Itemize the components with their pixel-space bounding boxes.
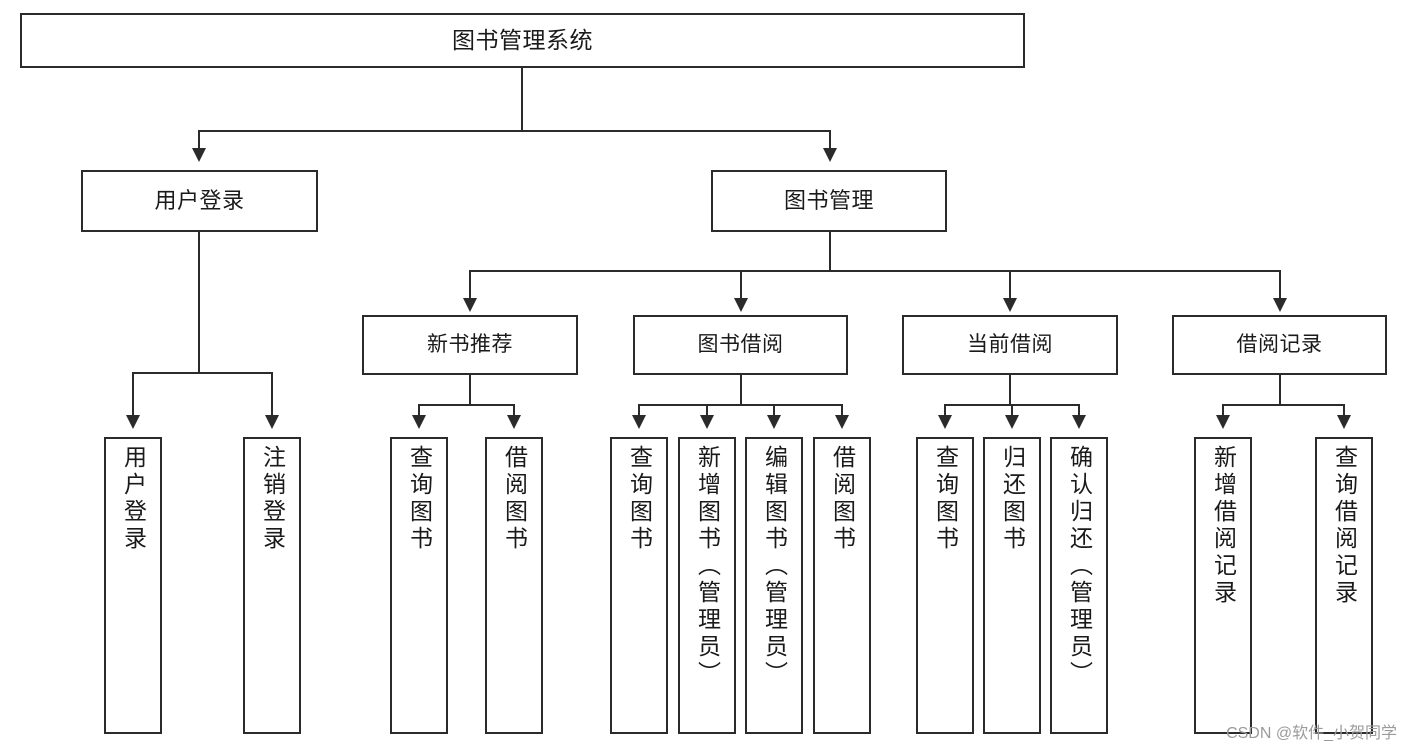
node-borrow-record[interactable]: 借阅记录 [1172, 315, 1387, 375]
connector-root-stem [521, 68, 523, 130]
node-book-manage[interactable]: 图书管理 [711, 170, 947, 232]
arrow-user-login-leaf-2 [265, 415, 279, 429]
node-current-borrow[interactable]: 当前借阅 [902, 315, 1118, 375]
connector-book-manage-drop-1 [469, 270, 471, 298]
node-label: 查询图书 [626, 445, 653, 553]
connector-borrow-record-drop-2 [1343, 404, 1345, 415]
connector-borrow-record-drop-1 [1222, 404, 1224, 415]
connector-user-login-drop-1 [132, 372, 134, 415]
connector-book-borrow-drop-2 [706, 404, 708, 415]
arrow-new-book-rec-leaf-1 [412, 415, 426, 429]
node-label: 用户登录 [120, 445, 147, 553]
arrow-book-manage-to-new-book-rec [463, 298, 477, 312]
connector-book-borrow-drop-3 [773, 404, 775, 415]
arrow-book-borrow-leaf-1 [632, 415, 646, 429]
node-label: 确认归还（管理员） [1066, 445, 1093, 688]
leaf-add-borrow-rec[interactable]: 新增借阅记录 [1194, 437, 1252, 734]
arrow-root-to-book-manage [823, 148, 837, 162]
connector-borrow-record-stem [1279, 375, 1281, 404]
node-user-login[interactable]: 用户登录 [81, 170, 318, 232]
arrow-root-to-user-login [192, 148, 206, 162]
arrow-current-borrow-leaf-3 [1072, 415, 1086, 429]
node-label: 归还图书 [999, 445, 1026, 553]
connector-root-to-user-login [198, 130, 200, 148]
node-label: 新增图书（管理员） [694, 445, 721, 688]
connector-book-manage-drop-3 [1009, 270, 1011, 298]
connector-root-bus [198, 130, 831, 132]
connector-current-borrow-drop-1 [944, 404, 946, 415]
arrow-current-borrow-leaf-2 [1005, 415, 1019, 429]
connector-user-login-bus [132, 372, 272, 374]
node-label: 注销登录 [259, 445, 286, 553]
leaf-query-book[interactable]: 查询图书 [610, 437, 668, 734]
connector-new-book-rec-drop-1 [418, 404, 420, 415]
connector-book-borrow-drop-4 [841, 404, 843, 415]
connector-current-borrow-drop-2 [1011, 404, 1013, 415]
node-label: 新增借阅记录 [1210, 445, 1237, 607]
arrow-book-manage-to-borrow-record [1273, 298, 1287, 312]
connector-user-login-drop-2 [271, 372, 273, 415]
node-book-borrow[interactable]: 图书借阅 [633, 315, 848, 375]
node-book-management-system[interactable]: 图书管理系统 [20, 13, 1025, 68]
connector-current-borrow-stem [1009, 375, 1011, 404]
connector-book-borrow-drop-1 [638, 404, 640, 415]
leaf-query-book-cur[interactable]: 查询图书 [916, 437, 974, 734]
leaf-borrow-book[interactable]: 借阅图书 [813, 437, 871, 734]
node-label: 图书管理系统 [452, 27, 593, 54]
connector-book-manage-bus [469, 270, 1280, 272]
connector-user-login-stem [198, 232, 200, 372]
connector-root-to-book-manage [829, 130, 831, 148]
connector-book-borrow-stem [740, 375, 742, 404]
node-label: 新书推荐 [427, 332, 513, 356]
node-label: 当前借阅 [967, 332, 1053, 356]
leaf-add-book-admin[interactable]: 新增图书（管理员） [678, 437, 736, 734]
node-label: 借阅图书 [501, 445, 528, 553]
node-label: 查询借阅记录 [1331, 445, 1358, 607]
leaf-user-logout[interactable]: 注销登录 [243, 437, 301, 734]
node-label: 编辑图书（管理员） [761, 445, 788, 688]
arrow-book-manage-to-current-borrow [1003, 298, 1017, 312]
arrow-book-borrow-leaf-4 [835, 415, 849, 429]
node-label: 图书管理 [783, 188, 874, 214]
node-label: 查询图书 [406, 445, 433, 553]
arrow-book-borrow-leaf-3 [767, 415, 781, 429]
leaf-query-book-rec[interactable]: 查询图书 [390, 437, 448, 734]
node-label: 借阅记录 [1236, 332, 1323, 356]
leaf-query-borrow-rec[interactable]: 查询借阅记录 [1315, 437, 1373, 734]
node-label: 用户登录 [154, 188, 245, 214]
node-label: 图书借阅 [697, 332, 784, 356]
connector-new-book-rec-bus [418, 404, 514, 406]
arrow-book-borrow-leaf-2 [700, 415, 714, 429]
leaf-user-login[interactable]: 用户登录 [104, 437, 162, 734]
leaf-edit-book-admin[interactable]: 编辑图书（管理员） [745, 437, 803, 734]
arrow-borrow-record-leaf-2 [1337, 415, 1351, 429]
connector-book-manage-stem [829, 232, 831, 270]
arrow-borrow-record-leaf-1 [1216, 415, 1230, 429]
arrow-current-borrow-leaf-1 [938, 415, 952, 429]
node-label: 查询图书 [932, 445, 959, 553]
arrow-book-manage-to-book-borrow [734, 298, 748, 312]
leaf-borrow-book-rec[interactable]: 借阅图书 [485, 437, 543, 734]
node-new-book-rec[interactable]: 新书推荐 [362, 315, 578, 375]
arrow-new-book-rec-leaf-2 [507, 415, 521, 429]
connector-new-book-rec-drop-2 [513, 404, 515, 415]
leaf-confirm-return[interactable]: 确认归还（管理员） [1050, 437, 1108, 734]
leaf-return-book[interactable]: 归还图书 [983, 437, 1041, 734]
connector-current-borrow-drop-3 [1078, 404, 1080, 415]
watermark: CSDN @软件_小贺同学 [1226, 725, 1397, 742]
connector-book-manage-drop-4 [1279, 270, 1281, 298]
connector-book-borrow-bus [638, 404, 843, 406]
arrow-user-login-leaf-1 [126, 415, 140, 429]
connector-borrow-record-bus [1222, 404, 1344, 406]
connector-book-manage-drop-2 [740, 270, 742, 298]
connector-new-book-rec-stem [469, 375, 471, 404]
node-label: 借阅图书 [829, 445, 856, 553]
